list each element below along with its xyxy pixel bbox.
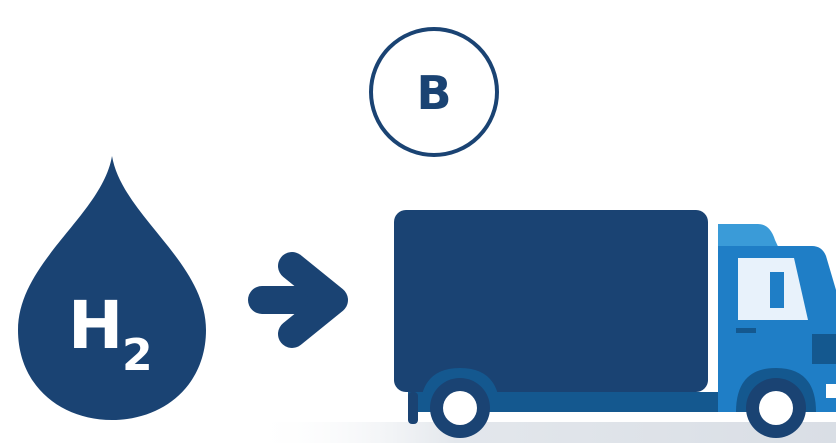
truck-mirror (770, 272, 784, 308)
step-badge: B (371, 29, 497, 155)
truck-rear-hub (443, 391, 477, 425)
truck-front-hub (759, 391, 793, 425)
hydrogen-subscript: 2 (122, 330, 153, 381)
hydrogen-drop-icon: H 2 (18, 156, 206, 420)
truck-icon (394, 210, 836, 438)
ground-shadow (250, 422, 836, 443)
truck-cargo-box (394, 210, 708, 392)
truck-door-handle (736, 328, 756, 333)
truck-rear-post (408, 392, 418, 424)
step-badge-letter: B (416, 66, 451, 120)
truck-headlight (826, 384, 836, 398)
truck-grille (812, 334, 836, 364)
hydrogen-symbol: H (68, 287, 123, 364)
arrow-right-icon (262, 266, 334, 334)
